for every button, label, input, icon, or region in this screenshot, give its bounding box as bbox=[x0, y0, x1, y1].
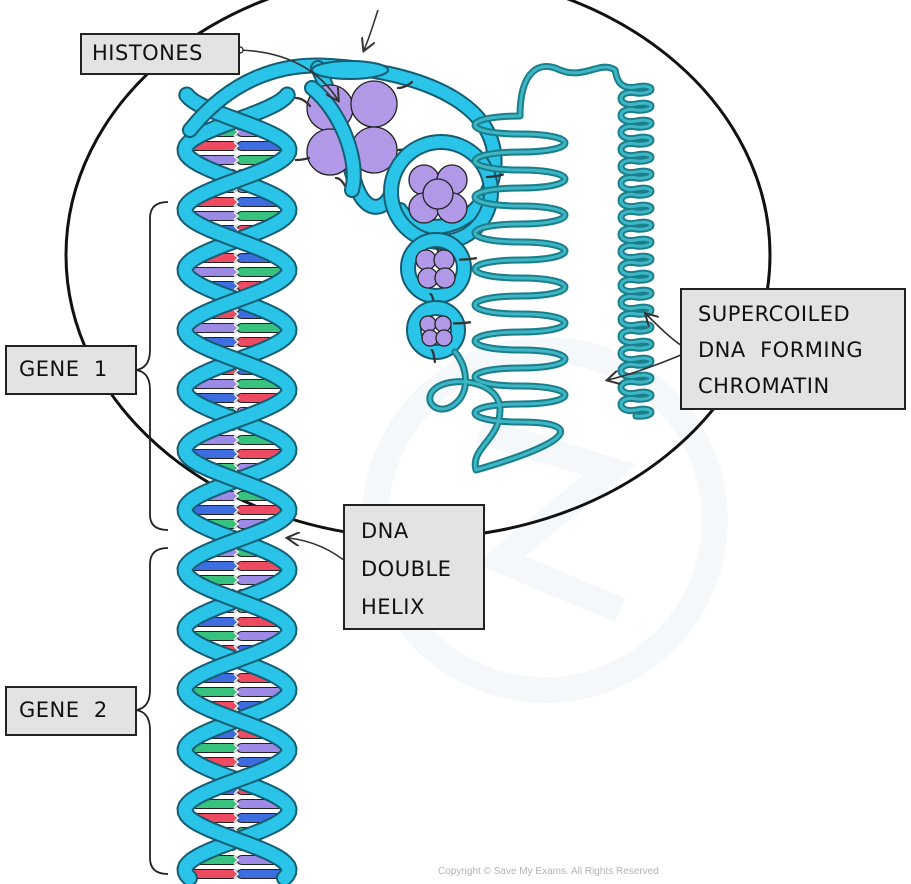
histone-protein bbox=[436, 330, 452, 346]
histone-protein bbox=[423, 179, 453, 209]
dna-coil-cap bbox=[312, 61, 388, 79]
histone-tail bbox=[454, 322, 470, 323]
histone-protein bbox=[416, 250, 436, 270]
gene1-label-text: GENE 1 bbox=[19, 357, 135, 381]
helix-label-line2: DOUBLE bbox=[361, 550, 483, 588]
supercoiled-label-line2: DNA FORMING bbox=[698, 332, 904, 368]
helix-label-line3: HELIX bbox=[361, 588, 483, 626]
helix-label-line1: DNA bbox=[361, 512, 483, 550]
gene2-label-text: GENE 2 bbox=[19, 698, 135, 722]
gene2-label: GENE 2 bbox=[5, 686, 137, 736]
gene1-brace bbox=[136, 202, 168, 530]
histone-protein bbox=[434, 250, 454, 270]
supercoiled-label: SUPERCOILED DNA FORMING CHROMATIN bbox=[680, 288, 906, 410]
gene1-label: GENE 1 bbox=[5, 345, 137, 395]
histones-label: HISTONES bbox=[80, 33, 240, 75]
dna-double-helix-label: DNA DOUBLE HELIX bbox=[343, 504, 485, 630]
histone-protein bbox=[435, 268, 455, 288]
gene2-brace bbox=[136, 548, 168, 874]
histones-label-text: HISTONES bbox=[92, 41, 238, 65]
helix-pointer bbox=[288, 538, 350, 565]
histone-tail bbox=[296, 158, 309, 160]
supercoiled-label-line1: SUPERCOILED bbox=[698, 296, 904, 332]
top-arrow bbox=[364, 10, 378, 50]
dna-double-helix bbox=[185, 95, 289, 879]
histone-protein bbox=[351, 81, 397, 127]
coiled-dna bbox=[190, 61, 503, 362]
copyright-notice: Copyright © Save My Exams. All Rights Re… bbox=[438, 866, 659, 877]
supercoiled-label-line3: CHROMATIN bbox=[698, 368, 904, 404]
